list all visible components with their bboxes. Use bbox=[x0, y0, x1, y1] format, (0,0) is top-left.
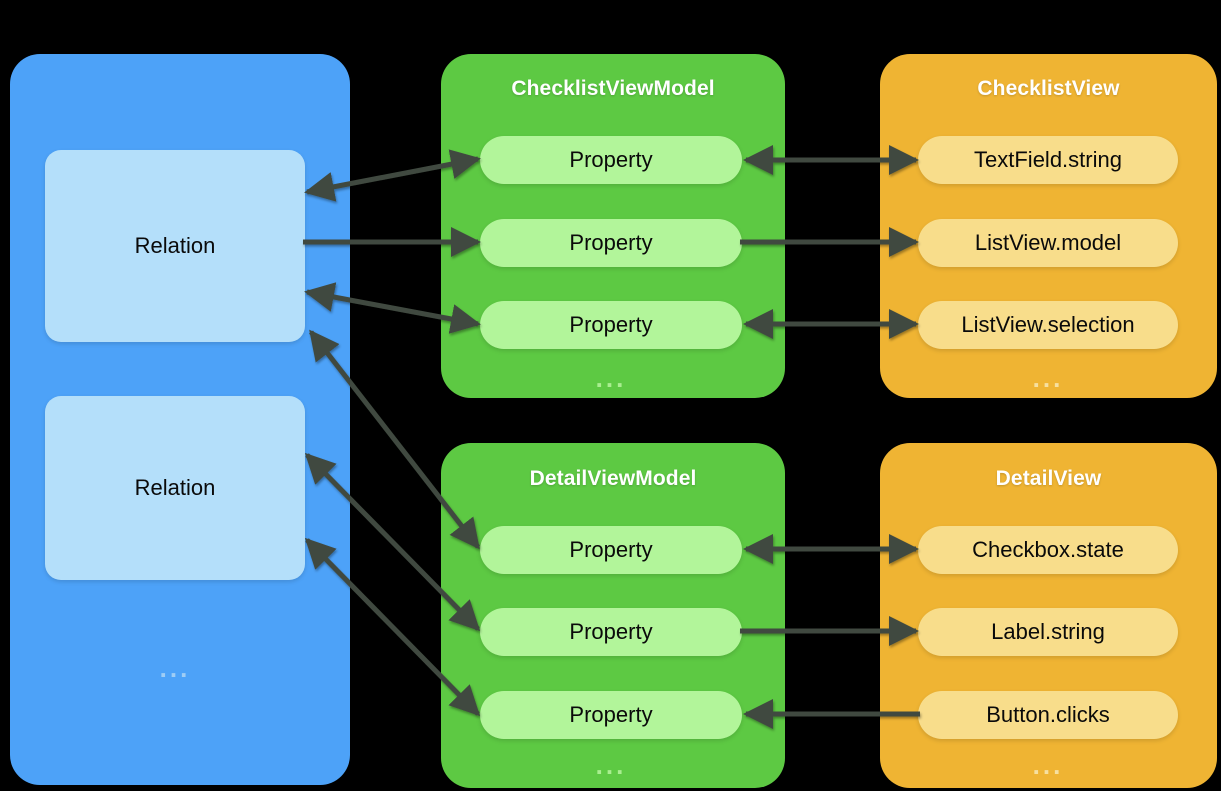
relation-box-1[interactable]: Relation bbox=[45, 150, 305, 342]
checkbox-state[interactable]: Checkbox.state bbox=[918, 526, 1178, 574]
checklist-property-3-label: Property bbox=[569, 312, 653, 337]
detail-view-model-ellipsis: ... bbox=[595, 750, 627, 780]
checkbox-state-label: Checkbox.state bbox=[972, 537, 1124, 562]
button-clicks-label: Button.clicks bbox=[986, 702, 1110, 727]
listview-selection-label: ListView.selection bbox=[961, 312, 1135, 337]
detail-property-2-label: Property bbox=[569, 619, 653, 644]
label-string-label: Label.string bbox=[991, 619, 1105, 644]
checklist-property-2[interactable]: Property bbox=[480, 219, 742, 267]
panel-title-checklist-view-model: ChecklistViewModel bbox=[511, 77, 715, 100]
textfield-string[interactable]: TextField.string bbox=[918, 136, 1178, 184]
checklist-view-model-ellipsis: ... bbox=[595, 363, 627, 393]
detail-property-1[interactable]: Property bbox=[480, 526, 742, 574]
detail-view-ellipsis: ... bbox=[1032, 750, 1064, 780]
panel-title-checklist-view: ChecklistView bbox=[977, 77, 1120, 100]
listview-model-label: ListView.model bbox=[974, 230, 1122, 255]
detail-property-3-label: Property bbox=[569, 702, 653, 727]
relation-box-2[interactable]: Relation bbox=[45, 396, 305, 580]
detail-property-3[interactable]: Property bbox=[480, 691, 742, 739]
listview-selection[interactable]: ListView.selection bbox=[918, 301, 1178, 349]
panel-title-detail-view: DetailView bbox=[995, 467, 1102, 490]
model-ellipsis: ... bbox=[159, 653, 191, 683]
button-clicks[interactable]: Button.clicks bbox=[918, 691, 1178, 739]
detail-property-1-label: Property bbox=[569, 537, 653, 562]
label-string[interactable]: Label.string bbox=[918, 608, 1178, 656]
checklist-property-2-label: Property bbox=[569, 230, 653, 255]
checklist-property-1[interactable]: Property bbox=[480, 136, 742, 184]
listview-model[interactable]: ListView.model bbox=[918, 219, 1178, 267]
relation-box-2-label: Relation bbox=[134, 475, 216, 500]
panel-title-detail-view-model: DetailViewModel bbox=[529, 467, 697, 490]
checklist-property-3[interactable]: Property bbox=[480, 301, 742, 349]
checklist-view-ellipsis: ... bbox=[1032, 363, 1064, 393]
detail-property-2[interactable]: Property bbox=[480, 608, 742, 656]
checklist-property-1-label: Property bbox=[569, 147, 653, 172]
relation-box-1-label: Relation bbox=[134, 233, 216, 258]
textfield-string-label: TextField.string bbox=[974, 147, 1122, 172]
